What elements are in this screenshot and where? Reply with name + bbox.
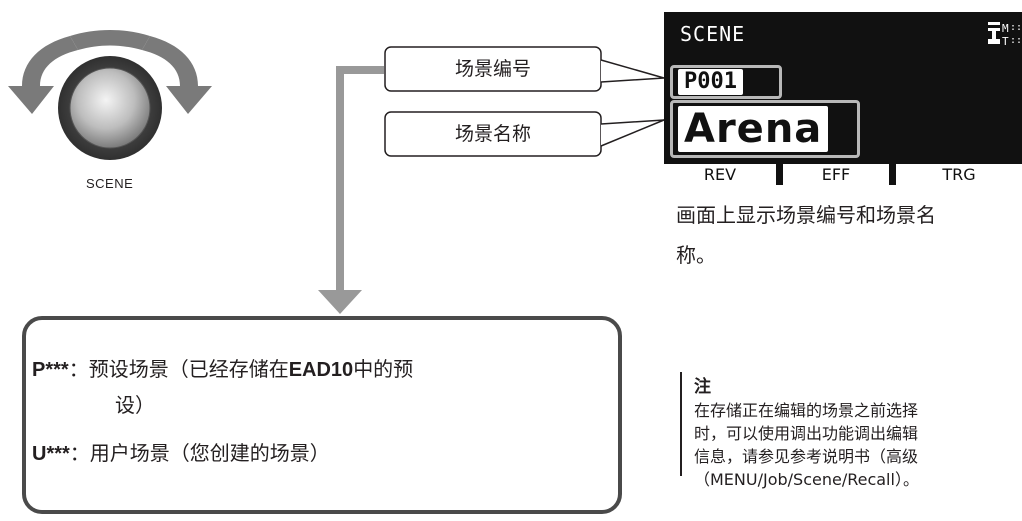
- connector-arrowhead-icon: [318, 290, 362, 314]
- lcd-screen: SCENE M T ::: ::: P001 Arena REV EFF TRG: [664, 12, 1022, 185]
- user-code: U***: [32, 443, 70, 465]
- metronome-trigger-status-icon: M T ::: :::: [988, 22, 1022, 48]
- callout-scene-name-label: 场景名称: [454, 122, 531, 145]
- lcd-scene-number: P001: [678, 69, 743, 95]
- user-desc: 用户场景（您创建的场景）: [89, 441, 330, 465]
- scene-name-highlight: Arena: [670, 100, 860, 158]
- svg-text::::: :::: [1010, 22, 1022, 33]
- caption-line-2: 称。: [676, 243, 716, 267]
- lcd-tab-bar: REV EFF TRG: [664, 164, 1022, 185]
- rotate-left-arrow-icon: [8, 36, 78, 114]
- svg-text::::: :::: [1010, 35, 1022, 46]
- lcd-tab-rev: REV: [664, 164, 776, 185]
- lcd-tab-eff: EFF: [783, 164, 889, 185]
- preset-desc-c: 设）: [115, 393, 155, 417]
- callout-scene-number-label: 场景编号: [454, 57, 531, 80]
- user-colon: ：: [69, 441, 90, 465]
- svg-text:T: T: [1002, 35, 1009, 48]
- note-bar: [680, 372, 682, 476]
- knob-label: SCENE: [86, 176, 134, 191]
- preset-row: P***：预设场景（已经存储在EAD10中的预: [32, 351, 413, 388]
- lcd-title: SCENE: [680, 22, 746, 46]
- preset-desc-a: 预设场景（已经存储在: [88, 357, 289, 381]
- rotate-arc-icon: [70, 30, 150, 50]
- note-title: 注: [694, 377, 711, 397]
- svg-text:M: M: [1002, 22, 1009, 35]
- scene-number-highlight: P001: [670, 65, 782, 99]
- note-body: 在存储正在编辑的场景之前选择 时，可以使用调出功能调出编辑 信息，请参见参考说明…: [694, 399, 1022, 491]
- lcd-scene-name: Arena: [678, 106, 829, 152]
- scene-knob-graphic: [8, 30, 212, 160]
- rotate-right-arrow-icon: [142, 36, 212, 114]
- preset-desc-brand: EAD10: [288, 359, 354, 381]
- note-line-3: 信息，请参见参考说明书（高级: [694, 447, 919, 466]
- preset-row-cont: 设）: [115, 387, 155, 423]
- callout-pointer: [600, 59, 665, 83]
- preset-colon: ：: [68, 357, 89, 381]
- lcd-tab-trg: TRG: [896, 164, 1022, 185]
- caption-line-1: 画面上显示场景编号和场景名: [676, 203, 936, 227]
- note-line-4: （MENU/Job/Scene/Recall）。: [694, 470, 919, 489]
- lcd-caption: 画面上显示场景编号和场景名 称。: [676, 195, 1022, 275]
- note-line-2: 时，可以使用调出功能调出编辑: [694, 424, 919, 443]
- preset-desc-b: 中的预: [353, 357, 414, 381]
- scene-types-box: [22, 316, 622, 514]
- connector-line: [336, 66, 384, 296]
- preset-code: P***: [32, 359, 69, 381]
- callout-pointer: [600, 119, 665, 147]
- note-line-1: 在存储正在编辑的场景之前选择: [694, 401, 919, 420]
- user-row: U***：用户场景（您创建的场景）: [32, 435, 330, 472]
